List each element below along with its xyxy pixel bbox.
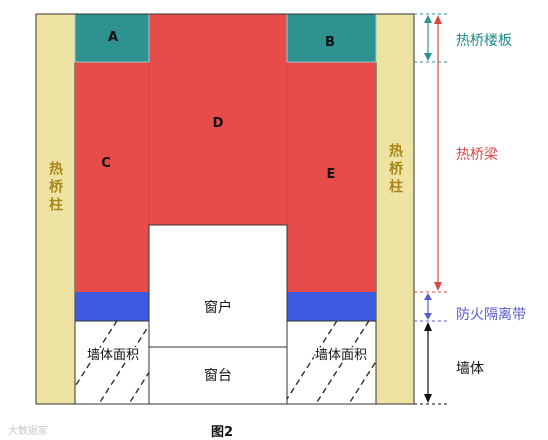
zone-a bbox=[74, 13, 150, 63]
figure-caption: 图2 bbox=[211, 425, 233, 440]
zone-b-label: B bbox=[325, 35, 335, 50]
fire-strip-left bbox=[75, 292, 149, 321]
wall-area-right bbox=[286, 320, 377, 405]
wall-area-left bbox=[74, 320, 150, 405]
right-column-label: 热桥柱 bbox=[387, 142, 403, 197]
wall-dimension-arrow bbox=[424, 322, 432, 403]
sill-label: 窗台 bbox=[204, 367, 232, 384]
zone-e bbox=[287, 62, 376, 292]
wall-area-left-label: 墙体面积 bbox=[87, 348, 139, 363]
slab-dimension-arrow bbox=[424, 15, 432, 61]
fire-strip-right bbox=[287, 292, 376, 321]
fire-strip-dimension-arrow bbox=[424, 293, 432, 320]
left-thermal-column bbox=[35, 13, 76, 405]
window-label: 窗户 bbox=[204, 299, 232, 316]
right-thermal-column bbox=[375, 13, 415, 405]
left-column-label: 热桥柱 bbox=[47, 160, 63, 215]
zone-a-label: A bbox=[108, 30, 118, 45]
zone-b bbox=[286, 13, 377, 63]
fire-strip-annotation: 防火隔离带 bbox=[456, 306, 526, 323]
beam-dimension-arrow bbox=[434, 15, 442, 291]
wall-hatch-left bbox=[75, 321, 149, 404]
zone-d-label: D bbox=[213, 116, 224, 131]
zone-d bbox=[149, 14, 287, 225]
slab-annotation: 热桥楼板 bbox=[456, 33, 512, 49]
zone-c bbox=[75, 62, 149, 292]
zone-e-label: E bbox=[327, 167, 336, 182]
wall-area-right-label: 墙体面积 bbox=[315, 348, 367, 363]
window bbox=[148, 224, 288, 348]
wall-annotation: 墙体 bbox=[456, 361, 484, 377]
zone-c-label: C bbox=[101, 156, 111, 171]
wall-hatch-right bbox=[287, 321, 376, 404]
watermark: 大数据家 bbox=[8, 424, 48, 437]
beam-annotation: 热桥梁 bbox=[456, 147, 498, 163]
